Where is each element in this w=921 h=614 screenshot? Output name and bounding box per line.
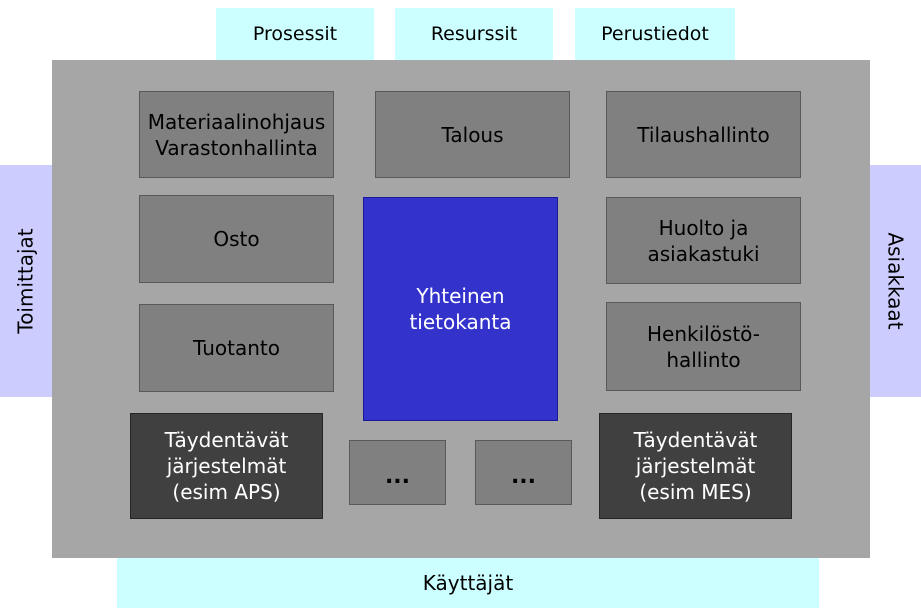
module-osto: Osto [139, 195, 334, 283]
side-label-customers: Asiakkaat [870, 165, 921, 397]
suppliers-label: Toimittajat [14, 228, 38, 334]
module-huolto: Huolto ja asiakastuki [606, 197, 801, 284]
users-bar: Käyttäjät [117, 558, 819, 608]
supplementary-systems-mes: Täydentävät järjestelmät (esim MES) [599, 413, 792, 519]
module-tilaushallinto: Tilaushallinto [606, 91, 801, 178]
shared-database: Yhteinen tietokanta [363, 197, 558, 421]
supplementary-systems-aps: Täydentävät järjestelmät (esim APS) [130, 413, 323, 519]
more-modules-1: ... [349, 440, 446, 505]
module-talous: Talous [375, 91, 570, 178]
side-label-suppliers: Toimittajat [0, 165, 52, 397]
module-materiaalinohjaus: Materiaalinohjaus Varastonhallinta [139, 91, 334, 178]
module-tuotanto: Tuotanto [139, 304, 334, 392]
module-henkilosto: Henkilöstö- hallinto [606, 302, 801, 391]
tab-resurssit: Resurssit [395, 8, 553, 60]
customers-label: Asiakkaat [883, 232, 908, 330]
tab-prosessit: Prosessit [216, 8, 374, 60]
tab-perustiedot: Perustiedot [575, 8, 735, 60]
more-modules-2: ... [475, 440, 572, 505]
